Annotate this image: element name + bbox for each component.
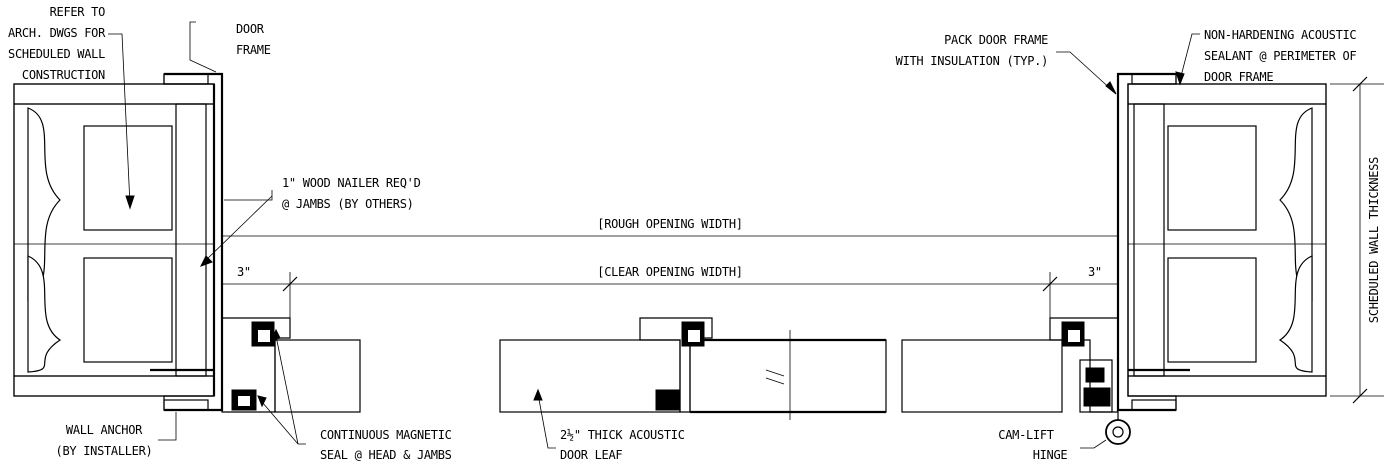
left-3in-dimension-label: 3" <box>237 265 251 279</box>
leader-lines <box>108 21 1200 449</box>
label-refer-arch: REFER TO ARCH. DWGS FOR SCHEDULED WALL C… <box>8 5 106 82</box>
right-door-frame <box>1116 72 1190 412</box>
svg-text:DOOR FRAME: DOOR FRAME <box>1204 70 1273 84</box>
right-stud-upper <box>1167 125 1257 231</box>
left-frame-packing-bottom <box>163 399 209 411</box>
right-wall <box>1127 83 1327 397</box>
left-wood-nailer <box>175 103 207 377</box>
left-wall <box>13 83 215 397</box>
svg-text:REFER TO: REFER TO <box>50 5 105 19</box>
clear-opening-dimension <box>222 272 1118 320</box>
right-stud-lower <box>1167 257 1257 363</box>
svg-text:SEALANT @ PERIMETER OF: SEALANT @ PERIMETER OF <box>1204 49 1356 63</box>
svg-text:WITH INSULATION (TYP.): WITH INSULATION (TYP.) <box>896 54 1048 68</box>
svg-text:DOOR: DOOR <box>236 22 265 36</box>
door-leaf-middle-segment <box>499 317 887 420</box>
svg-text:NON-HARDENING ACOUSTIC: NON-HARDENING ACOUSTIC <box>1204 28 1356 42</box>
left-door-frame <box>150 72 224 412</box>
left-frame-packing-top <box>163 73 209 85</box>
wall-thickness-dimension <box>1330 76 1384 404</box>
svg-text:FRAME: FRAME <box>236 43 271 57</box>
label-cam-lift-hinge: CAM-LIFT HINGE <box>998 428 1067 462</box>
svg-text:DOOR LEAF: DOOR LEAF <box>560 448 622 462</box>
svg-text:ARCH. DWGS FOR: ARCH. DWGS FOR <box>8 26 106 40</box>
rough-opening-label: [ROUGH OPENING WIDTH] <box>597 217 742 231</box>
label-door-frame: DOOR FRAME <box>236 22 271 57</box>
right-wall-board-bottom <box>1127 375 1327 397</box>
right-wall-board-top <box>1127 83 1327 105</box>
left-stud-lower <box>83 257 173 363</box>
svg-text:SCHEDULED WALL: SCHEDULED WALL <box>8 47 105 61</box>
svg-text:HINGE: HINGE <box>1033 448 1068 462</box>
label-wood-nailer: 1" WOOD NAILER REQ'D @ JAMBS (BY OTHERS) <box>282 176 421 211</box>
label-pack-door-frame: PACK DOOR FRAME WITH INSULATION (TYP.) <box>896 33 1049 68</box>
door-leaf-right-segment <box>901 317 1131 445</box>
svg-text:(BY INSTALLER): (BY INSTALLER) <box>56 444 153 458</box>
svg-text:@ JAMBS (BY OTHERS): @ JAMBS (BY OTHERS) <box>282 197 414 211</box>
svg-text:CAM-LIFT: CAM-LIFT <box>998 428 1053 442</box>
wall-thickness-label: SCHEDULED WALL THICKNESS <box>1367 157 1381 323</box>
svg-text:CONTINUOUS MAGNETIC: CONTINUOUS MAGNETIC <box>320 428 452 442</box>
door-leaf-left-segment <box>221 317 361 413</box>
svg-text:CONSTRUCTION: CONSTRUCTION <box>22 68 105 82</box>
label-acoustic-sealant: NON-HARDENING ACOUSTIC SEALANT @ PERIMET… <box>1204 28 1357 84</box>
svg-text:PACK DOOR FRAME: PACK DOOR FRAME <box>944 33 1048 47</box>
label-magnetic-seal: CONTINUOUS MAGNETIC SEAL @ HEAD & JAMBS <box>320 428 452 462</box>
label-wall-anchor: WALL ANCHOR (BY INSTALLER) <box>56 423 153 458</box>
right-wood-nailer <box>1133 103 1165 377</box>
clear-opening-label: [CLEAR OPENING WIDTH] <box>597 265 742 279</box>
label-door-leaf: 2½" THICK ACOUSTIC DOOR LEAF <box>560 428 685 462</box>
left-wall-board-top <box>13 83 215 105</box>
svg-text:SEAL @ HEAD & JAMBS: SEAL @ HEAD & JAMBS <box>320 448 452 462</box>
left-wall-board-bottom <box>13 375 215 397</box>
right-3in-dimension-label: 3" <box>1088 265 1102 279</box>
left-stud-upper <box>83 125 173 231</box>
svg-text:1" WOOD NAILER REQ'D: 1" WOOD NAILER REQ'D <box>282 176 421 190</box>
svg-text:WALL ANCHOR: WALL ANCHOR <box>66 423 143 437</box>
svg-text:2½" THICK ACOUSTIC: 2½" THICK ACOUSTIC <box>560 428 685 442</box>
